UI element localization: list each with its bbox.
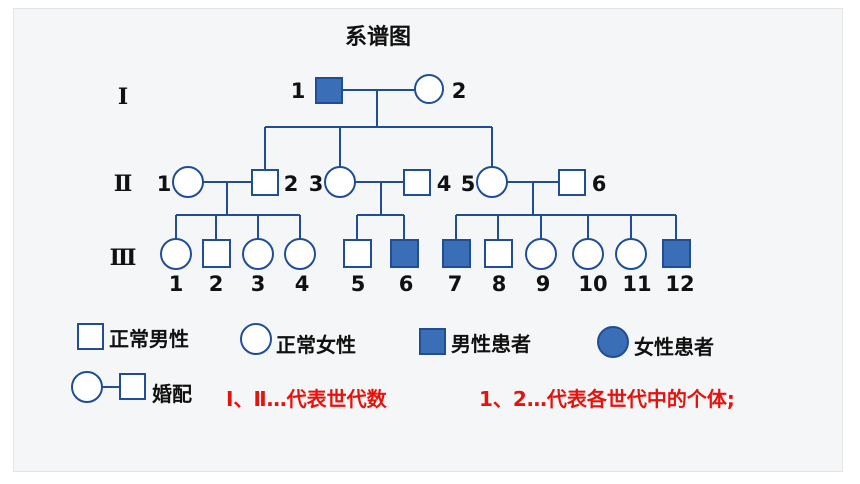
g2-individual-3-normal-female	[324, 166, 356, 198]
legend-normal-male-label: 正常男性	[109, 327, 189, 351]
g3-label-10: 10	[578, 272, 607, 296]
legend: 正常男性 正常女性 男性患者 女性患者 婚配	[71, 323, 714, 406]
legend-normal-female-symbol	[240, 323, 272, 355]
generation-label-2: Ⅱ	[114, 171, 133, 197]
g2-label-5: 5	[461, 172, 476, 196]
legend-marriage-label: 婚配	[152, 382, 192, 406]
g2-label-2: 2	[284, 172, 299, 196]
g2-individual-1-normal-female	[172, 166, 204, 198]
legend-affected-female-label: 女性患者	[634, 335, 714, 359]
legend-normal-female-label: 正常女性	[276, 333, 356, 357]
diagram-title: 系谱图	[345, 24, 411, 50]
g3-label-3: 3	[251, 272, 266, 296]
legend-marriage-female-symbol	[71, 371, 103, 403]
g3-label-4: 4	[295, 272, 310, 296]
legend-affected-female-symbol	[597, 326, 629, 358]
g3-label-1: 1	[169, 272, 184, 296]
g2-individual-5-normal-female	[476, 166, 508, 198]
g3-individual-6-affected-male	[390, 239, 419, 268]
legend-normal-male-symbol	[77, 323, 104, 350]
g1-label-1: 1	[291, 79, 306, 103]
g3-label-5: 5	[351, 272, 366, 296]
g2-label-6: 6	[592, 172, 607, 196]
g2-label-1: 1	[157, 172, 172, 196]
g3-individual-1-normal-female	[160, 238, 192, 270]
generation-label-1: Ⅰ	[118, 84, 128, 110]
g2-individual-6-normal-male	[558, 169, 586, 196]
g3-label-9: 9	[536, 272, 551, 296]
g3-individual-11-normal-female	[615, 238, 647, 270]
g3-label-11: 11	[622, 272, 651, 296]
g3-label-8: 8	[492, 272, 507, 296]
g3-individual-5-normal-male	[343, 239, 372, 268]
generation-3: 1 2 3 4 5 6 7 8 9 10 11 12	[160, 238, 695, 296]
generation-note: Ⅰ、Ⅱ…代表世代数	[226, 387, 388, 411]
generation-label-3: Ⅲ	[110, 245, 137, 271]
g2-label-3: 3	[309, 172, 324, 196]
g3-individual-2-normal-male	[202, 239, 231, 268]
g1-label-2: 2	[452, 79, 467, 103]
g2-individual-4-normal-male	[403, 169, 431, 196]
g3-label-6: 6	[399, 272, 414, 296]
g3-individual-8-normal-male	[484, 239, 513, 268]
generation-2: 1 2 3 4 5 6	[157, 166, 607, 215]
g3-individual-7-affected-male	[442, 239, 471, 268]
g2-label-4: 4	[437, 172, 452, 196]
g3-label-7: 7	[448, 272, 463, 296]
legend-marriage-male-symbol	[119, 373, 146, 400]
g3-individual-3-normal-female	[242, 238, 274, 270]
legend-affected-male-symbol	[419, 328, 446, 355]
g3-individual-4-normal-female	[284, 238, 316, 270]
g3-individual-9-normal-female	[525, 238, 557, 270]
g3-individual-12-affected-male	[662, 239, 691, 268]
g1-individual-2-normal-female	[414, 74, 444, 104]
g3-label-12: 12	[665, 272, 694, 296]
generation-1: 1 2	[291, 74, 467, 127]
g3-individual-10-normal-female	[572, 238, 604, 270]
individual-note: 1、2…代表各世代中的个体;	[479, 387, 735, 411]
g1-individual-1-affected-male	[315, 77, 343, 104]
sibship-lines-g3	[175, 214, 677, 240]
g3-label-2: 2	[209, 272, 224, 296]
g2-individual-2-normal-male	[251, 169, 279, 196]
legend-affected-male-label: 男性患者	[451, 332, 531, 356]
